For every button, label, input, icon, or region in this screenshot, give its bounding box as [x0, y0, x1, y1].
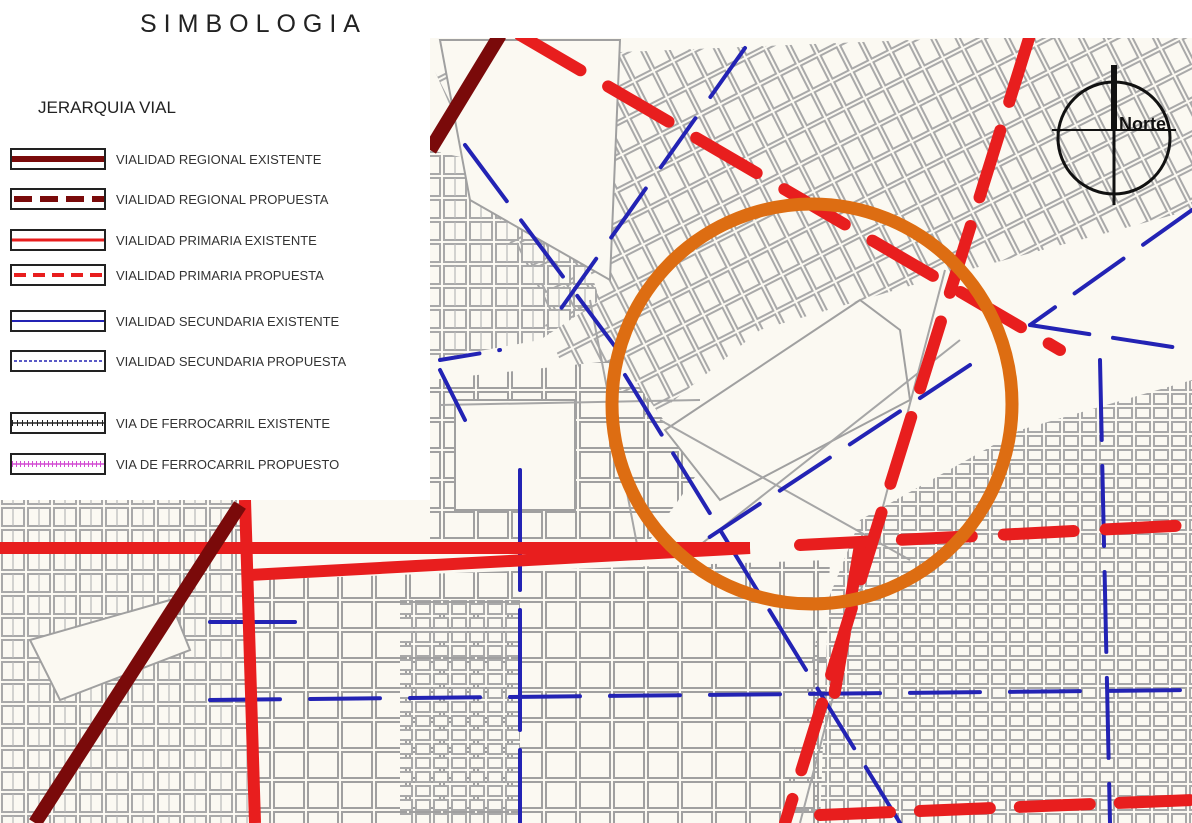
secondary-road-f	[1028, 323, 1192, 352]
secondary-road-b	[463, 143, 627, 362]
legend-label: VIA DE FERROCARRIL PROPUESTO	[116, 456, 340, 472]
legend-swatch-primary-proposed	[10, 264, 106, 286]
primary-proposed-south	[824, 539, 866, 726]
legend-swatch-rail-proposed	[10, 453, 106, 475]
legend-subtitle: JERARQUIA VIAL	[38, 98, 176, 117]
legend-item-secondary-proposed: VIALIDAD SECUNDARIA PROPUESTA	[10, 348, 346, 374]
secondary-road-l	[438, 368, 467, 422]
legend-label: VIALIDAD PRIMARIA EXISTENTE	[116, 232, 317, 248]
north-label: Norte	[1119, 114, 1166, 134]
primary-proposed-northwest	[514, 29, 1066, 356]
legend-item-secondary-existing: VIALIDAD SECUNDARIA EXISTENTE	[10, 308, 339, 334]
legend-label: VIALIDAD SECUNDARIA PROPUESTA	[116, 353, 347, 369]
secondary-road-c	[623, 373, 902, 823]
legend-item-regional-existing: VIALIDAD REGIONAL EXISTENTE	[10, 146, 321, 172]
legend-swatch-rail-existing	[10, 412, 106, 434]
primary-proposed-east	[794, 519, 1192, 551]
secondary-road-k	[438, 348, 502, 362]
primary-roads-proposed	[514, 29, 1192, 823]
open-parcel-2	[663, 298, 912, 502]
urban-blocks	[0, 35, 1192, 823]
dense-block-cluster-1	[400, 600, 520, 823]
legend-item-regional-proposed: VIALIDAD REGIONAL PROPUESTA	[10, 186, 328, 212]
legend-label: VIALIDAD REGIONAL EXISTENTE	[116, 151, 322, 167]
regional-roads	[29, 31, 506, 823]
highlight-circle	[605, 197, 1019, 611]
regional-road-south	[29, 501, 246, 823]
legend-swatch-secondary-proposed	[10, 350, 106, 372]
secondary-road-h	[208, 688, 1192, 702]
blocks-south-center	[250, 560, 830, 823]
primary-road-north-south	[239, 499, 261, 823]
open-parcel-3	[28, 598, 192, 702]
secondary-roads	[208, 46, 1192, 823]
legend-item-rail-proposed: VIA DE FERROCARRIL PROPUESTO	[10, 451, 339, 477]
legend-label: VIALIDAD PRIMARIA PROPUESTA	[116, 267, 324, 283]
secondary-road-a	[558, 46, 747, 312]
open-parcel-1	[454, 399, 576, 511]
legend-label: VIALIDAD REGIONAL PROPUESTA	[116, 191, 329, 207]
north-arrow: Norte	[1052, 65, 1176, 205]
primary-proposed-southeast	[814, 794, 1192, 821]
legend-item-primary-proposed: VIALIDAD PRIMARIA PROPUESTA	[10, 262, 324, 288]
legend-item-primary-existing: VIALIDAD PRIMARIA EXISTENTE	[10, 227, 317, 253]
primary-road-east-west-2	[249, 542, 751, 581]
secondary-road-e	[1028, 208, 1192, 327]
secondary-road-g	[1098, 358, 1112, 823]
legend-swatch-secondary-existing	[10, 310, 106, 332]
legend-label: VIALIDAD SECUNDARIA EXISTENTE	[116, 313, 340, 329]
primary-roads-existing	[0, 499, 751, 823]
primary-proposed-diagonal	[779, 29, 1036, 823]
blocks-southeast-dense	[780, 380, 1192, 823]
regional-road-north	[424, 31, 506, 154]
legend-label: VIA DE FERROCARRIL EXISTENTE	[116, 415, 331, 431]
legend-swatch-regional-proposed	[10, 188, 106, 210]
open-parcel-4	[438, 39, 622, 282]
secondary-road-d	[688, 363, 972, 552]
legend-title: SIMBOLOGIA	[140, 10, 367, 38]
legend-swatch-regional-existing	[10, 148, 106, 170]
legend-item-rail-existing: VIA DE FERROCARRIL EXISTENTE	[10, 410, 330, 436]
legend-swatch-primary-existing	[10, 229, 106, 251]
